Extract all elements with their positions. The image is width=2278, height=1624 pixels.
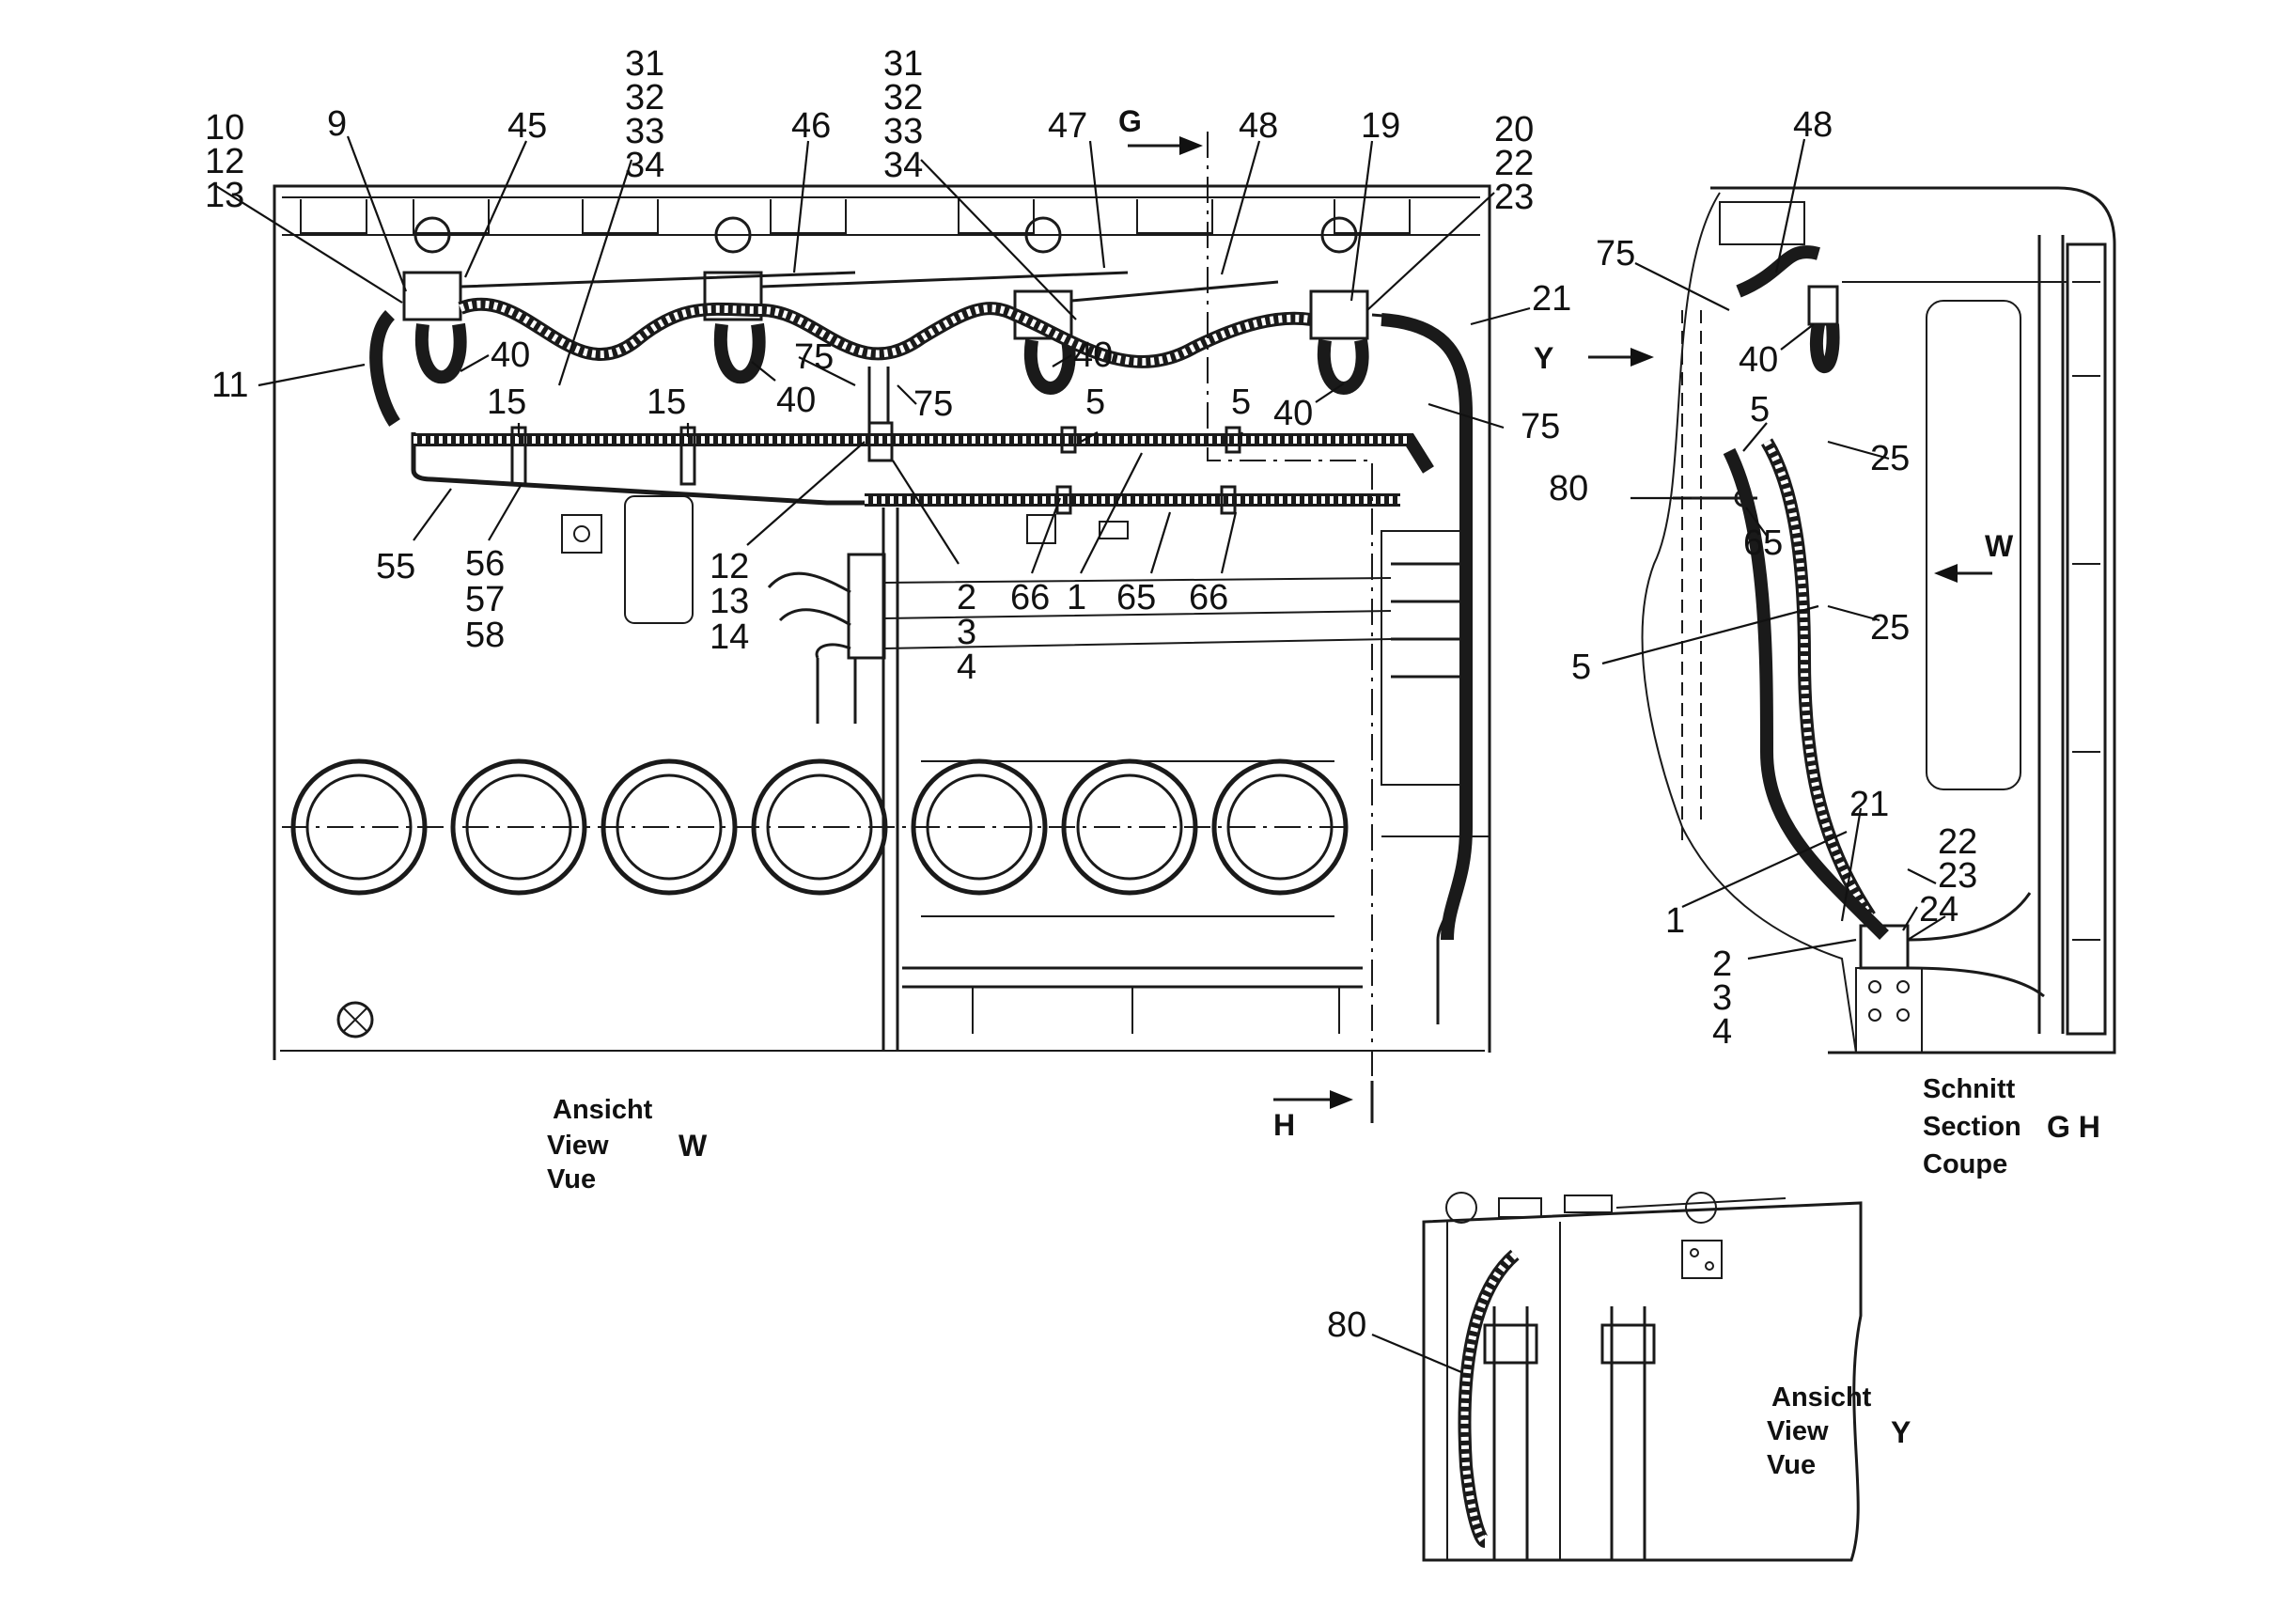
callout: 23 (1494, 178, 1534, 217)
callout: 75 (794, 337, 834, 377)
callout: 55 (376, 547, 415, 586)
callout: 15 (487, 383, 526, 422)
callout: 14 (710, 617, 749, 657)
caption-fr: Vue (1767, 1450, 1816, 1480)
callout: 58 (465, 616, 505, 655)
caption-en: Section (1923, 1112, 2021, 1142)
callout: 31 (625, 44, 664, 84)
callout: 25 (1870, 608, 1910, 648)
view-y-caption: Ansicht View Vue Y (1767, 1382, 1911, 1480)
callout: 2 (957, 578, 976, 617)
callout: 5 (1085, 383, 1105, 422)
caption-de: Schnitt (1923, 1074, 2016, 1104)
section-gh-drawing (1588, 186, 2116, 1054)
callout: 33 (625, 112, 664, 151)
cut-mark-g: G (1118, 104, 1142, 138)
callout: 3 (1712, 978, 1732, 1018)
callout: 5 (1231, 383, 1251, 422)
callout: 13 (205, 176, 244, 215)
view-y-drawing (1422, 1192, 1863, 1562)
callout: 47 (1048, 106, 1087, 146)
callout: 40 (1273, 394, 1313, 433)
section-gh-leaders (1601, 138, 1946, 960)
callout: 40 (491, 336, 530, 375)
section-gh-callouts: 48 75 40 5 25 80 65 25 5 21 22 23 24 1 2… (1549, 105, 1977, 1052)
callout: 13 (710, 582, 749, 621)
caption-de: Ansicht (553, 1095, 653, 1125)
caption-letters: G H (2047, 1110, 2100, 1144)
callout: 46 (791, 106, 831, 146)
callout: 34 (625, 146, 664, 185)
callout: 34 (883, 146, 923, 185)
view-w-drawing (273, 132, 1491, 1123)
callout: 24 (1919, 890, 1958, 929)
callout: 56 (465, 544, 505, 584)
callout: 9 (327, 104, 347, 144)
callout: 65 (1116, 578, 1156, 617)
callout: 21 (1849, 785, 1889, 824)
callout: 22 (1494, 144, 1534, 183)
callout: 15 (647, 383, 686, 422)
caption-en: View (1767, 1416, 1829, 1446)
cylinder-bores (282, 758, 1353, 896)
callout: 40 (1739, 340, 1778, 380)
callout: 32 (883, 78, 923, 117)
view-w-leaders (215, 135, 1531, 574)
caption-letter: Y (1891, 1415, 1911, 1449)
callout: 80 (1327, 1305, 1366, 1345)
callout: 1 (1067, 578, 1086, 617)
callout: 65 (1743, 523, 1783, 563)
callout: 10 (205, 108, 244, 148)
view-y-leader (1371, 1333, 1462, 1374)
callout: 12 (710, 547, 749, 586)
callout: 20 (1494, 110, 1534, 149)
callout: 40 (776, 381, 816, 420)
view-w-caption: Ansicht View Vue W (547, 1095, 708, 1195)
callout: 5 (1750, 390, 1770, 429)
callout: 32 (625, 78, 664, 117)
callout: 66 (1189, 578, 1228, 617)
callout: 19 (1361, 106, 1400, 146)
arrow-label-w: W (1985, 529, 2014, 563)
callout: 11 (211, 366, 248, 405)
callout: 12 (205, 142, 244, 181)
callout: 21 (1532, 279, 1571, 319)
callout: 23 (1938, 856, 1977, 896)
arrow-label-y: Y (1534, 341, 1553, 375)
callout: 66 (1010, 578, 1050, 617)
callout: 75 (913, 384, 953, 424)
callout: 80 (1549, 469, 1588, 508)
caption-fr: Vue (547, 1164, 596, 1195)
callout: 5 (1571, 648, 1591, 687)
callout: 1 (1665, 901, 1685, 941)
callout: 31 (883, 44, 923, 84)
callout: 25 (1870, 439, 1910, 478)
view-w-callouts: 10 12 13 9 45 31 32 33 34 46 31 32 33 34… (205, 44, 1571, 687)
callout: 45 (507, 106, 547, 146)
caption-de: Ansicht (1771, 1382, 1872, 1413)
callout: 57 (465, 580, 505, 619)
caption-en: View (547, 1131, 609, 1161)
cut-mark-h: H (1273, 1108, 1295, 1142)
callout: 2 (1712, 945, 1732, 984)
caption-fr: Coupe (1923, 1149, 2007, 1179)
callout: 3 (957, 613, 976, 652)
callout: 40 (1073, 336, 1113, 375)
callout: 75 (1521, 407, 1560, 446)
callout: 48 (1793, 105, 1833, 145)
callout: 48 (1239, 106, 1278, 146)
callout: 22 (1938, 822, 1977, 862)
caption-letter: W (679, 1129, 708, 1163)
callout: 4 (957, 648, 976, 687)
callout: 75 (1596, 234, 1635, 273)
injector-row (402, 216, 1369, 340)
callout: 33 (883, 112, 923, 151)
callout: 4 (1712, 1012, 1732, 1052)
section-gh-caption: Schnitt Section Coupe G H (1923, 1074, 2100, 1179)
